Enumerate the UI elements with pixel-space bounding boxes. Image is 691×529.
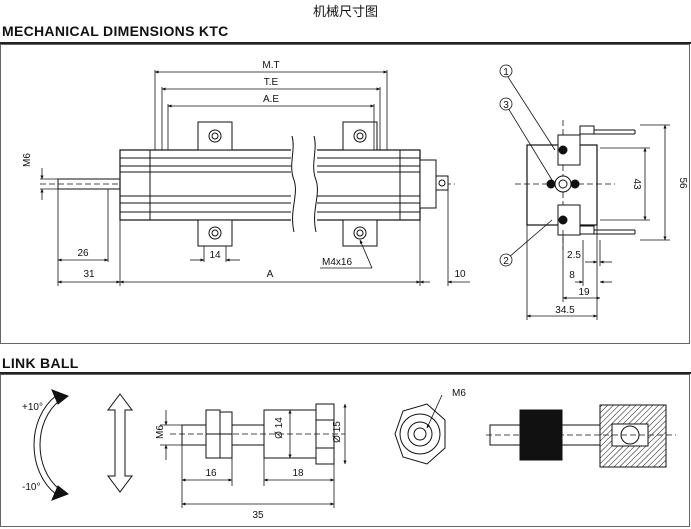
side-view xyxy=(515,120,636,250)
dim-dia-14: Ø 14 xyxy=(274,417,285,439)
dim-8: 8 xyxy=(569,270,575,281)
dim-19: 19 xyxy=(578,287,590,298)
dim-m6-link: M6 xyxy=(155,425,166,439)
side-dimensions xyxy=(507,76,670,320)
link-ball-drawing-panel xyxy=(0,374,690,527)
section-divider xyxy=(0,372,691,374)
dim-18: 18 xyxy=(292,468,304,479)
mechanical-dimensions-heading: MECHANICAL DIMENSIONS KTC xyxy=(2,23,229,39)
dim-26: 26 xyxy=(77,248,89,259)
dim-10: 10 xyxy=(454,269,466,280)
callout-2: 2 xyxy=(503,256,509,267)
angle-minus: -10° xyxy=(22,482,40,493)
dim-m6-end: M6 xyxy=(452,388,466,399)
angle-plus: +10° xyxy=(22,402,43,413)
link-ball-heading: LINK BALL xyxy=(2,355,79,371)
swivel-arrow xyxy=(33,389,69,501)
dim-ae: A.E xyxy=(263,94,279,105)
link-ball-dimensions xyxy=(160,403,347,508)
callout-circles xyxy=(499,64,513,267)
front-dimensions xyxy=(40,70,470,286)
dim-35: 35 xyxy=(252,510,264,521)
dim-2-5: 2.5 xyxy=(567,250,581,261)
dim-31: 31 xyxy=(83,269,95,280)
callout-1: 1 xyxy=(503,67,509,78)
dim-te: T.E xyxy=(264,77,279,88)
page-title: 机械尺寸图 xyxy=(312,5,378,20)
mechanical-drawing-panel xyxy=(0,44,690,344)
vertical-arrow xyxy=(107,393,133,493)
dim-56: 56 xyxy=(677,177,688,189)
mounting-clamp xyxy=(342,219,378,247)
dim-43: 43 xyxy=(631,178,642,190)
sensor-body xyxy=(119,149,421,221)
dim-14: 14 xyxy=(209,250,221,261)
section-divider xyxy=(0,42,691,44)
dim-m4x16: M4x16 xyxy=(322,257,352,268)
mounting-clamp xyxy=(197,121,233,151)
dim-m6: M6 xyxy=(22,153,33,167)
dim-a: A xyxy=(267,269,274,280)
link-ball-end xyxy=(394,394,446,465)
dim-mt: M.T xyxy=(262,60,279,71)
mounting-clamp xyxy=(197,219,233,247)
link-ball-side xyxy=(170,403,345,465)
link-ball-section xyxy=(486,404,676,468)
dim-16: 16 xyxy=(205,468,217,479)
dim-dia-15: Ø 15 xyxy=(332,421,343,443)
front-view xyxy=(40,121,455,247)
dim-34-5: 34.5 xyxy=(555,305,575,316)
mounting-clamp xyxy=(342,121,378,151)
callout-3: 3 xyxy=(503,100,509,111)
